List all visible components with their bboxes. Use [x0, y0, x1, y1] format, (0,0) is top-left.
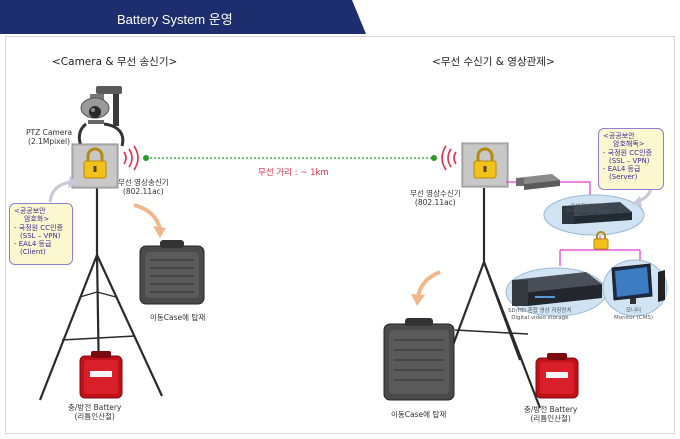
right-section-title: <무선 수신기 & 영상관제> — [432, 56, 555, 68]
receiver-label: 무선 영상수신기 (802.11ac) — [410, 189, 461, 207]
video-storage-icon — [505, 267, 607, 317]
storage-label-ko: SD/HD 혼합 영상 저장장치 — [508, 308, 572, 314]
vpn-device-label: 무선VPN 암호 장비 Wireless VPN Device — [566, 204, 612, 214]
right-security-note: <공공보안 암호해독> - 국정원 CC인증 (SSL – VPN) - EAL… — [598, 128, 664, 190]
camera-name: PTZ Camera — [26, 128, 73, 137]
right-note-line: - 국정원 CC인증 — [603, 148, 652, 157]
transmitter-box — [71, 143, 119, 189]
transmitter-name: 무선 영상송신기 — [118, 178, 169, 187]
left-note-arrow — [48, 180, 73, 203]
header-banner — [0, 0, 366, 34]
receiver-name: 무선 영상수신기 — [410, 189, 461, 198]
receiver-box — [461, 142, 509, 188]
link-distance-label: 무선 거리 : ~ 1km — [258, 168, 329, 178]
left-note-line: (Client) — [20, 248, 46, 257]
monitor-label-ko: 모니터 — [625, 308, 642, 314]
network-switch-icon — [516, 174, 560, 190]
right-case-label: 이동Case에 탑재 — [391, 410, 447, 419]
left-note-line: 암호화> — [24, 215, 50, 224]
left-battery-type: (리튬인산철) — [74, 412, 115, 421]
left-note-line: (SSL – VPN) — [20, 231, 61, 240]
transmitter-label: 무선 영상송신기 (802.11ac) — [118, 178, 169, 196]
right-case-icon — [383, 318, 455, 401]
left-case-icon — [139, 240, 205, 305]
monitor-label: 모니터 Monitor (CMS) — [614, 308, 653, 321]
diagram-frame — [5, 36, 675, 434]
tx-wave-icon — [123, 145, 139, 171]
left-battery-icon — [79, 351, 123, 399]
receiver-spec: (802.11ac) — [414, 198, 456, 207]
vpn-lock-icon — [593, 231, 609, 250]
monitor-icon — [602, 259, 668, 317]
ptz-camera-icon — [77, 86, 125, 149]
camera-label: PTZ Camera (2.1Mpixel) — [26, 128, 72, 146]
right-note-line: 암호해독> — [613, 140, 645, 149]
vpn-device-label-ko: 무선VPN 암호 장비 — [570, 204, 608, 209]
left-note-line: - 국정원 CC인증 — [14, 223, 63, 232]
left-case-label: 이동Case에 탑재 — [150, 313, 206, 322]
right-battery-label: 충/방전 Battery (리튬인산철) — [524, 405, 577, 423]
right-note-line: - EAL4 등급 — [603, 165, 641, 174]
transmitter-spec: (802.11ac) — [122, 187, 164, 196]
left-section-title: <Camera & 무선 송신기> — [52, 56, 178, 68]
left-security-note: <공공보안 암호화> - 국정원 CC인증 (SSL – VPN) - EAL4… — [9, 203, 73, 265]
right-battery-type: (리튬인산철) — [530, 414, 571, 423]
left-note-line: - EAL4 등급 — [14, 240, 52, 249]
right-note-line: (Server) — [609, 173, 638, 182]
monitor-label-en: Monitor (CMS) — [614, 314, 654, 321]
vpn-device-label-en: Wireless VPN Device — [566, 209, 613, 214]
right-note-line: <공공보안 — [603, 132, 635, 140]
right-case-arrow — [416, 270, 441, 299]
right-battery-name: 충/방전 Battery — [524, 405, 578, 414]
right-note-line: (SSL – VPN) — [609, 156, 650, 165]
left-battery-name: 충/방전 Battery — [68, 403, 122, 412]
page-title: Battery System 운영 — [117, 12, 233, 27]
storage-label: SD/HD 혼합 영상 저장장치 Digital video storage — [508, 308, 572, 321]
rx-wave-icon — [441, 145, 457, 171]
left-battery-label: 충/방전 Battery (리튬인산철) — [68, 403, 121, 421]
right-tripod — [438, 188, 542, 409]
camera-spec: (2.1Mpixel) — [28, 137, 71, 146]
left-note-line: <공공보안 — [14, 207, 46, 215]
right-battery-icon — [535, 353, 579, 399]
storage-label-en: Digital video storage — [511, 314, 569, 321]
vpn-device-icon — [543, 194, 645, 236]
left-case-arrow — [133, 203, 162, 230]
